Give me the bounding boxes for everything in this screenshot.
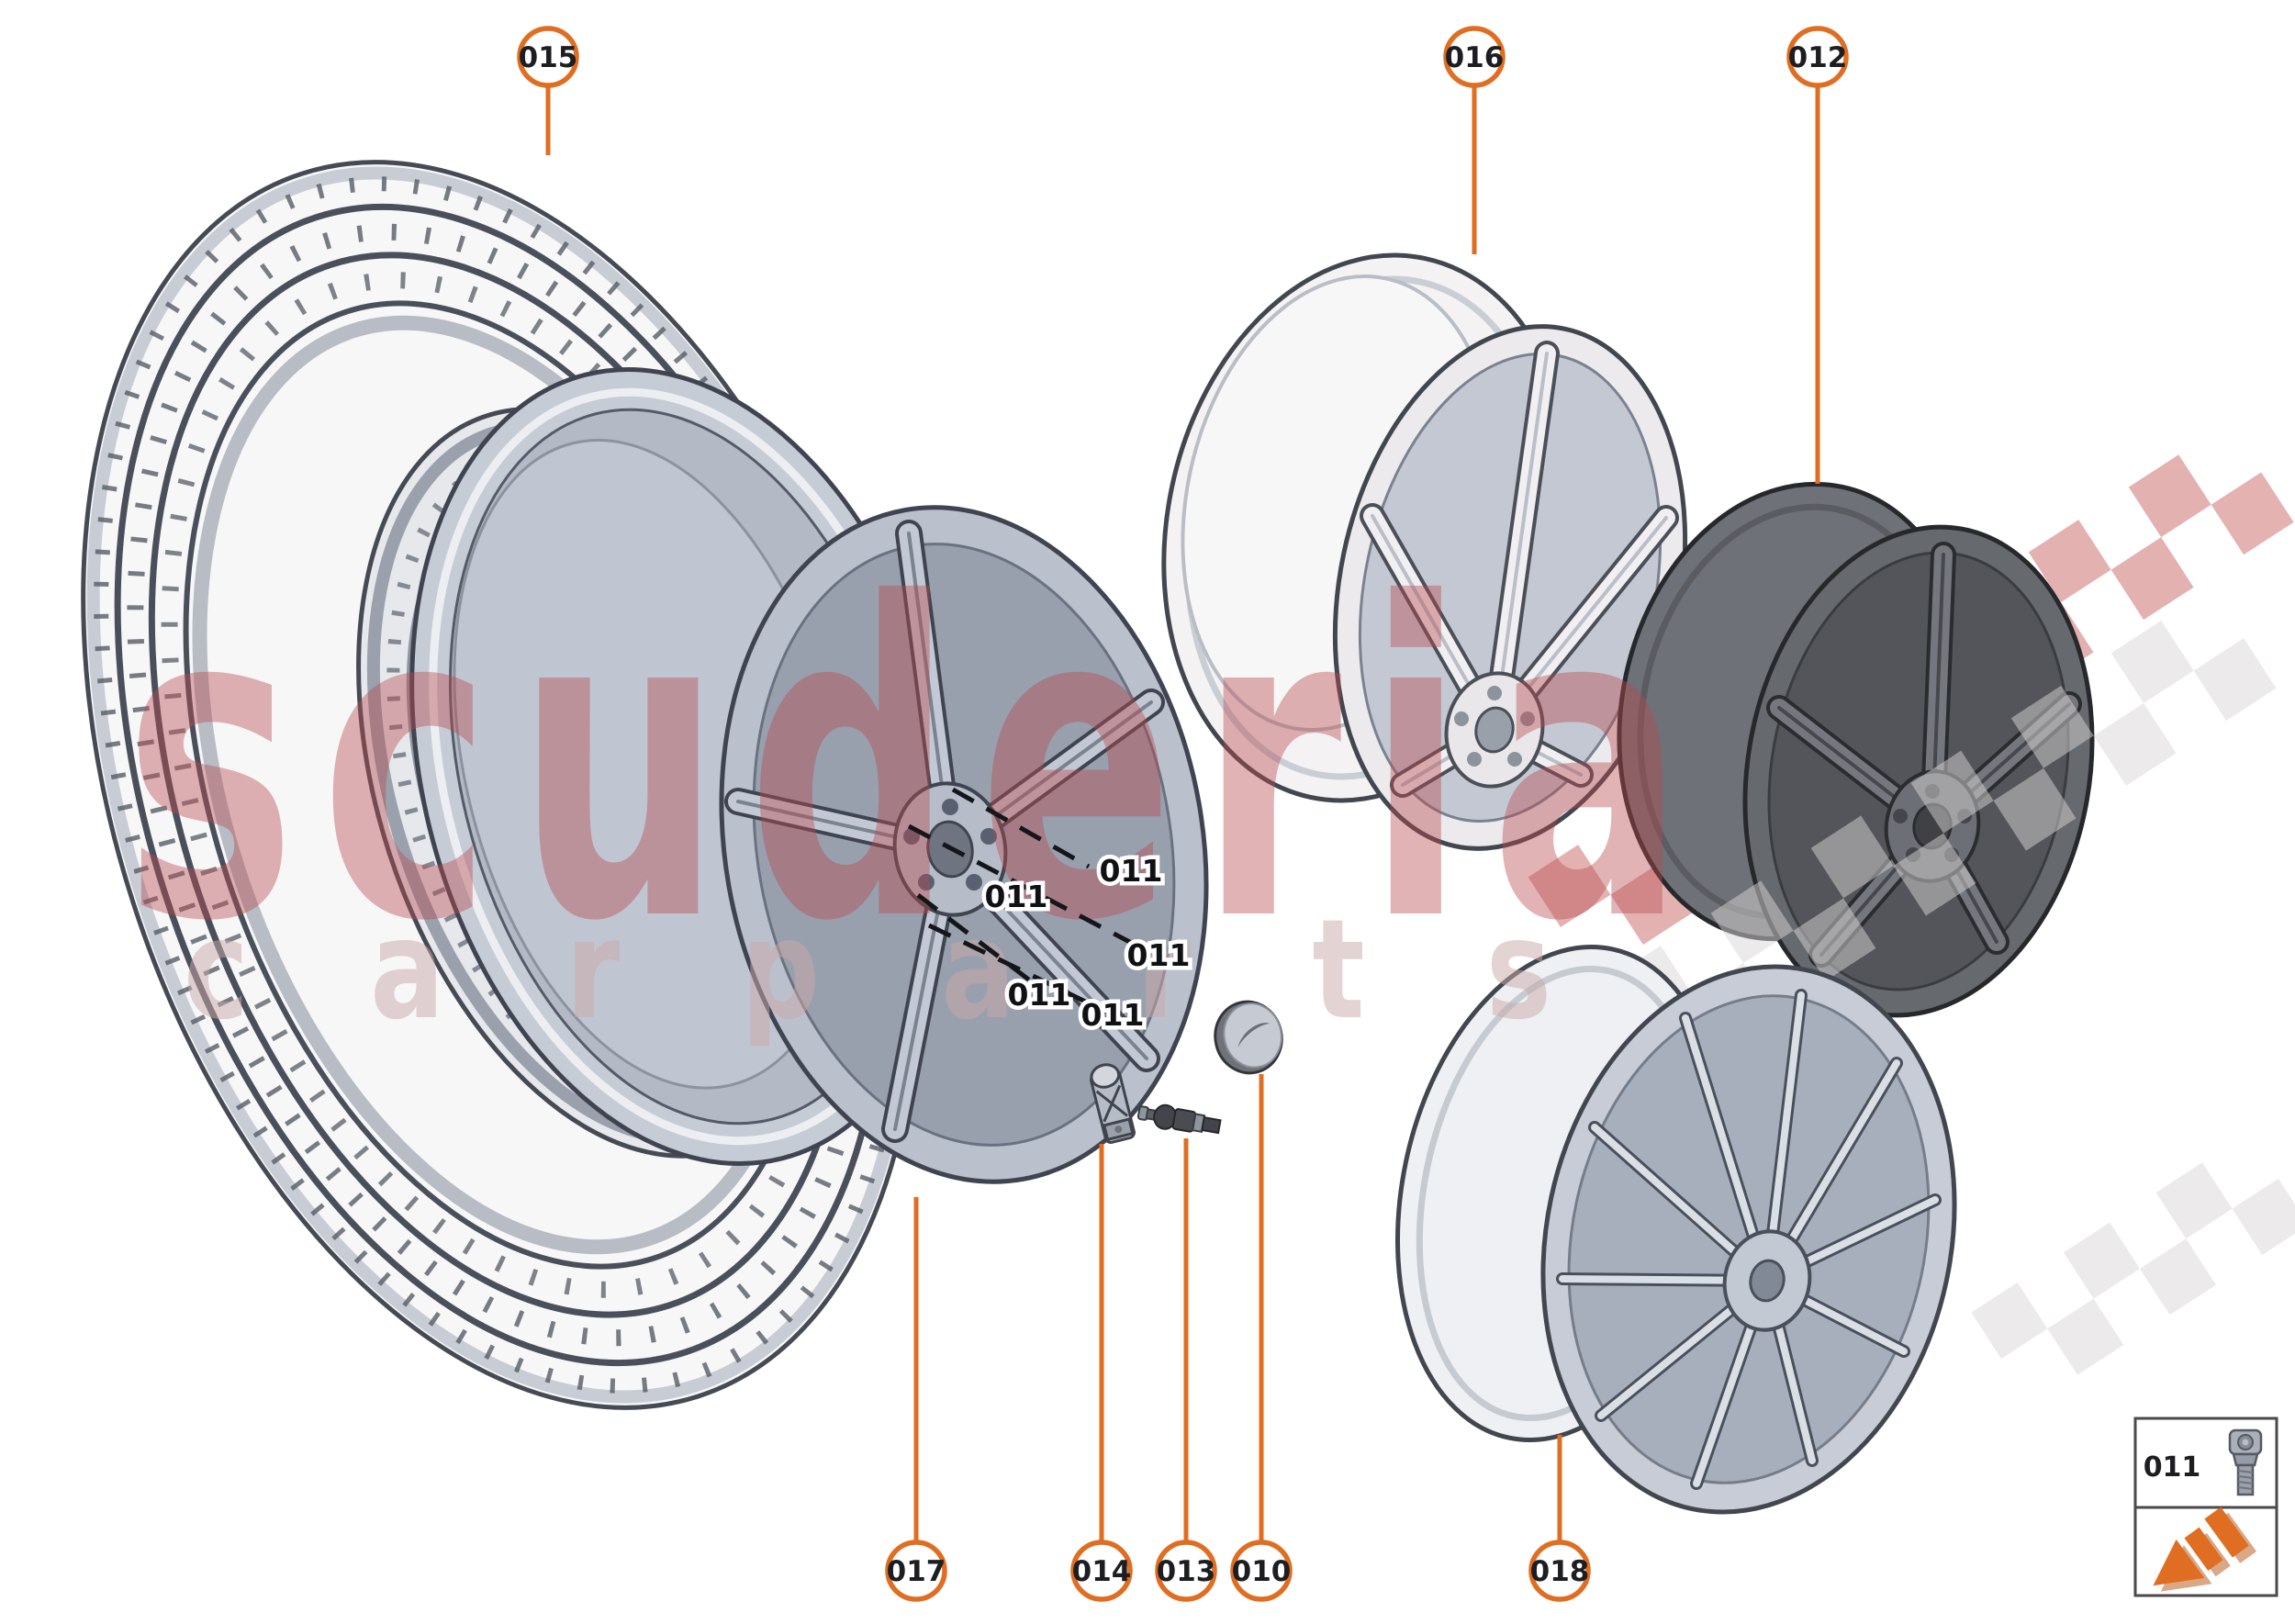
bolt-label-011[interactable]: 011 [1095, 849, 1167, 893]
callouts: 015 016 012 017 014 013 010 018 [517, 26, 1849, 1602]
callout-012[interactable]: 012 [1786, 26, 1849, 88]
fastener-annotations: 011 011 011 011 011 [907, 787, 1194, 1037]
bolt-label-011[interactable]: 011 [1077, 993, 1148, 1037]
mclaren-swoosh-icon [1237, 1023, 1271, 1048]
wheel-hub [1722, 1229, 1812, 1332]
direction-arrow-icon [2153, 1506, 2257, 1592]
white-wheel-illustration [1161, 252, 1688, 851]
legend-row-bolt[interactable]: 011 [2144, 1428, 2263, 1496]
bolt-label-011[interactable]: 011 [980, 875, 1052, 919]
multi-spoke-wheel-illustration [1395, 945, 1957, 1515]
legend: 011 [2133, 1417, 2278, 1597]
centre-cap-illustration [1214, 1000, 1283, 1075]
wheel-bolt-icon [2228, 1428, 2263, 1496]
tpms-sensor-illustration [1090, 1063, 1136, 1144]
legend-part-number: 011 [2144, 1451, 2201, 1484]
callout-018[interactable]: 018 [1528, 1540, 1591, 1602]
wheel-hub [1444, 671, 1545, 789]
artwork [81, 160, 2295, 1515]
front-wheel-assembly-illustration [409, 367, 1209, 1184]
callout-015-label: 015 [519, 41, 578, 74]
dashed-leader-lines [907, 787, 1142, 1014]
callout-012-label: 012 [1788, 41, 1848, 74]
legend-row-direction [2153, 1506, 2257, 1592]
callout-014[interactable]: 014 [1070, 1540, 1133, 1602]
callout-010-label: 010 [1232, 1555, 1292, 1588]
callout-010[interactable]: 010 [1230, 1540, 1293, 1602]
bolt-label-011[interactable]: 011 [1123, 934, 1194, 978]
callout-017[interactable]: 017 [885, 1540, 947, 1602]
callout-017-label: 017 [887, 1555, 946, 1588]
checkered-flag-watermark-grey [1610, 621, 2295, 1375]
callout-018-label: 018 [1530, 1555, 1590, 1588]
callout-leader-lines [545, 86, 1820, 1541]
callout-016[interactable]: 016 [1443, 26, 1506, 88]
callout-016-label: 016 [1445, 41, 1505, 74]
callout-015[interactable]: 015 [517, 26, 579, 88]
callout-013[interactable]: 013 [1155, 1540, 1217, 1602]
wheel-face [719, 505, 1209, 1184]
bolt-label-011[interactable]: 011 [1003, 973, 1075, 1017]
callout-013-label: 013 [1157, 1555, 1216, 1588]
valve-stem-illustration [1136, 1103, 1222, 1135]
callout-014-label: 014 [1072, 1555, 1132, 1588]
